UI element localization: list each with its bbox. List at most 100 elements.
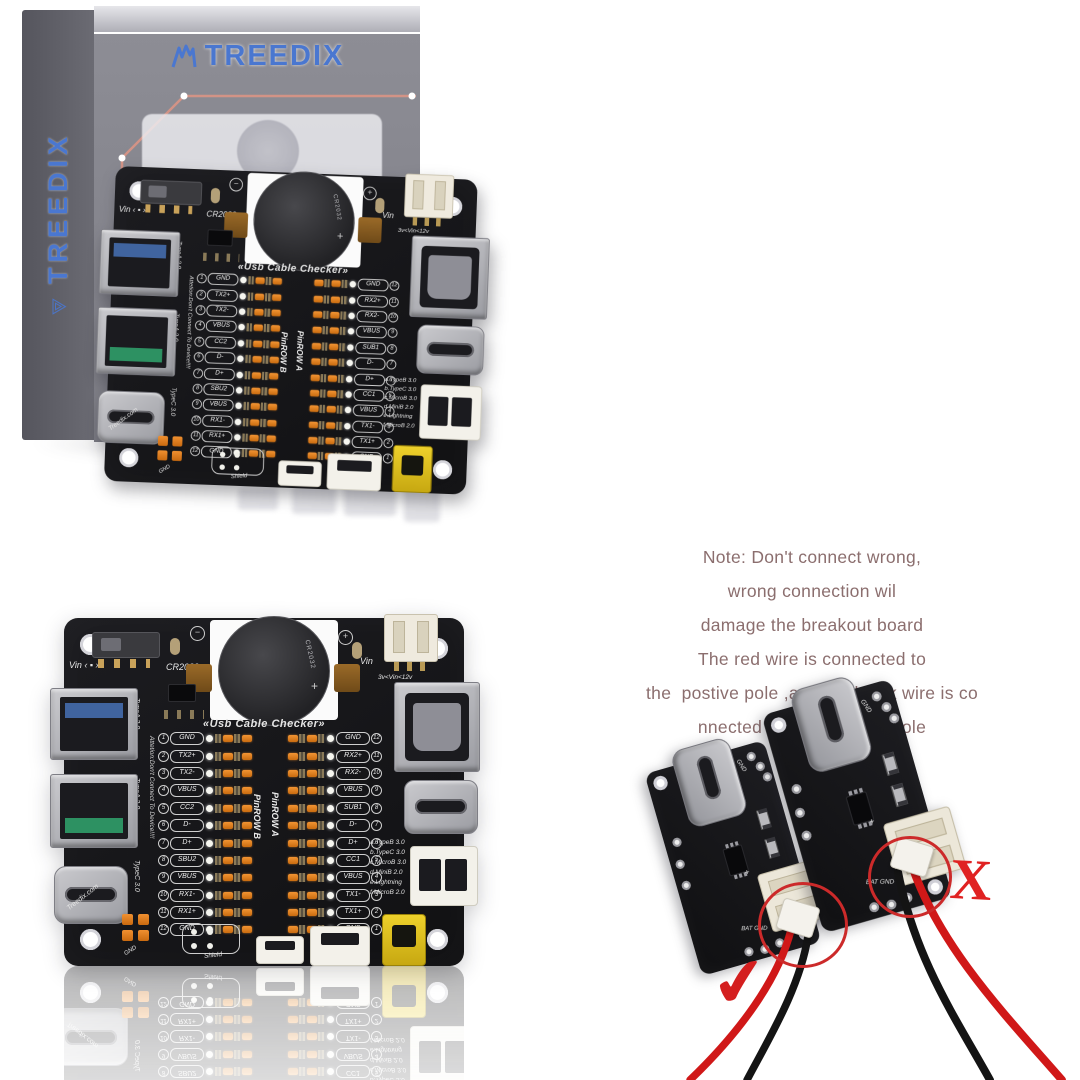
micro-b2-port (277, 460, 322, 488)
mini-b-port-yellow (382, 966, 426, 1018)
solder-pads (338, 358, 345, 367)
highlight-circle-wrong (868, 836, 952, 918)
indicator-led (327, 891, 334, 899)
switch-knob (148, 185, 167, 198)
pin-label: D- (204, 351, 236, 365)
brand-logo-text: TREEDIX (204, 40, 345, 72)
pin-label: CC2 (205, 335, 237, 349)
regulator-ic (207, 229, 234, 247)
pin-number: 7 (386, 359, 397, 370)
pin-number: 5 (158, 802, 169, 814)
orange-led (288, 752, 298, 760)
solder-pads (215, 768, 222, 778)
pin-row: 3 TX1- (288, 1028, 382, 1045)
usb-c-port-right (415, 324, 485, 376)
cr2032-coin-cell: CR2032 + (218, 616, 330, 726)
solder-pad (888, 712, 901, 725)
orange-led (254, 293, 265, 300)
orange-led (242, 769, 252, 777)
orange-led (311, 342, 322, 350)
pin-number: 7 (371, 820, 382, 832)
orange-led (288, 804, 298, 812)
solder-pads (318, 1014, 325, 1024)
port-opening (337, 459, 372, 472)
orange-led (250, 419, 260, 426)
orange-led (254, 308, 264, 316)
solder-pads (340, 295, 348, 305)
pin-label: VBUS (170, 871, 204, 885)
orange-led (288, 856, 298, 864)
solder-pads (299, 786, 306, 796)
solder-pads (245, 354, 252, 364)
solder-pads (319, 405, 326, 414)
solder-pads (299, 1032, 306, 1042)
orange-led (223, 752, 233, 760)
pin-label: SBU2 (203, 383, 235, 396)
orange-led (253, 324, 263, 332)
pin-row: 5 CC1 (288, 1063, 382, 1080)
solder-pads (234, 890, 241, 900)
indicator-led (206, 787, 213, 795)
solder-pads (245, 339, 253, 348)
port-label-typec3: TypeC 3.0 (133, 860, 140, 892)
pin-number: 11 (190, 430, 201, 442)
orange-led (308, 437, 318, 444)
orange-led (253, 340, 263, 348)
pin-row: 8 SUB1 (288, 800, 382, 817)
solder-pads (341, 279, 348, 289)
smd-resistor (890, 782, 909, 808)
solder-pads (323, 294, 331, 304)
box-side-brand: TREEDIX (42, 132, 73, 285)
solder-pads (299, 751, 306, 761)
pin-column-b: 1 GND 2 TX2+ (158, 730, 252, 939)
mounting-hole (769, 715, 789, 735)
legend-line: f.MicroB 2.0 (370, 889, 405, 896)
pin-label: GND (357, 278, 389, 292)
pin-label: RX1- (170, 1030, 204, 1044)
orange-led (288, 839, 298, 847)
pin-number: 9 (387, 328, 398, 339)
orange-led (267, 403, 278, 411)
orange-led (288, 1068, 298, 1076)
switch-knob (101, 638, 121, 651)
pin-number: 3 (158, 767, 169, 779)
solder-pads (234, 908, 241, 918)
legend-line: a.TypeB 3.0 (370, 839, 405, 846)
orange-led (288, 769, 298, 777)
pin-row: 2 TX1+ (288, 904, 382, 921)
pin-column-b: 1 GND 2 TX2+ (189, 271, 282, 463)
orange-led (223, 769, 233, 777)
pin-label: SBU2 (170, 1065, 204, 1079)
regulator-ic (168, 684, 196, 702)
orange-led (331, 280, 341, 288)
pin-row: 3 TX1- (288, 887, 382, 904)
usb2-tongue (109, 346, 163, 363)
reflection-ghost (238, 488, 278, 510)
solder-pads (299, 908, 306, 918)
pin-number: 8 (158, 1066, 169, 1078)
solder-pads (318, 751, 325, 761)
pin-number: 10 (388, 312, 399, 323)
solder-pad (170, 638, 180, 655)
indicator-led (327, 787, 334, 795)
solder-pad (352, 642, 362, 659)
indicator-led (238, 324, 245, 331)
pin-label: D+ (353, 373, 386, 387)
pin-label: RX1+ (201, 430, 233, 444)
pin-label: SBU2 (170, 853, 204, 867)
pin-number: 11 (158, 1013, 169, 1025)
pin-label: VBUS (170, 784, 204, 798)
solder-pads (234, 1049, 241, 1059)
orange-led (288, 998, 298, 1006)
orange-led (242, 926, 252, 934)
battery-engraving: CR2032 (331, 193, 343, 222)
orange-led (307, 735, 317, 743)
pin-number: 5 (194, 336, 205, 347)
usb-b-inner (413, 703, 461, 751)
pin-number: 8 (192, 383, 203, 394)
minus-silk-icon: − (190, 626, 205, 641)
orange-led (307, 1068, 317, 1076)
mounting-hole (432, 459, 453, 480)
indicator-led (234, 434, 241, 441)
